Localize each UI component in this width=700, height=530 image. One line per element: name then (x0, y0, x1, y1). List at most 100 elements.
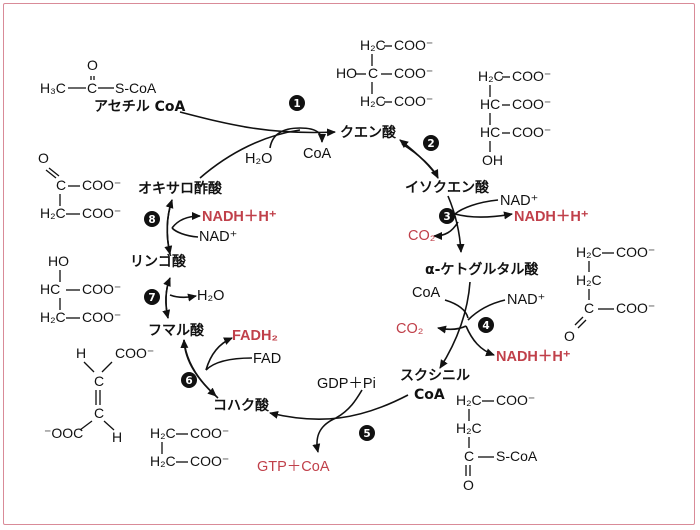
succinyl-coa-label: CoA (414, 387, 445, 403)
nad-step3: NAD⁺ (500, 193, 538, 209)
h2o-in-arrow (269, 127, 301, 149)
svg-text:OH: OH (482, 152, 503, 168)
svg-text:S-CoA: S-CoA (496, 448, 538, 464)
gdp5-in-arrow (335, 389, 363, 419)
svg-text:7: 7 (148, 292, 155, 304)
citrate-structure: H₂C COO⁻ HO C COO⁻ H₂C COO⁻ (336, 37, 433, 109)
svg-text:H₂C: H₂C (576, 244, 602, 260)
svg-text:C: C (94, 405, 104, 421)
coa4-in-arrow (444, 299, 469, 319)
svg-text:H₂C: H₂C (456, 392, 482, 408)
fad-step6: FAD (253, 351, 281, 367)
svg-text:H₂C: H₂C (40, 205, 66, 221)
svg-text:COO⁻: COO⁻ (394, 37, 433, 53)
succinate-structure: H₂C COO⁻ H₂C COO⁻ (150, 425, 229, 469)
nadh8-out-arrow (171, 212, 201, 229)
cycle-arc-2b (399, 139, 439, 179)
fumarate-structure: H COO⁻ C C ⁻OOC H (44, 345, 154, 445)
nadh-step3: NADH＋H⁺ (514, 209, 589, 225)
acetyl-coa-structure: H₃C C O S-CoA (40, 57, 157, 96)
co23-out-arrow (433, 221, 459, 240)
gdp-pi-step5: GDP＋Pi (317, 376, 376, 392)
svg-text:H₂C: H₂C (150, 453, 176, 469)
step-1-marker: 1 (289, 95, 305, 111)
fadh2-step6: FADH₂ (232, 328, 278, 344)
svg-text:COO⁻: COO⁻ (82, 281, 121, 297)
diagram-frame (3, 3, 695, 525)
coa-out-arrow (299, 127, 326, 143)
svg-text:H₂C: H₂C (40, 309, 66, 325)
co2-step4: CO₂ (396, 321, 423, 337)
nadh-step4: NADH＋H⁺ (496, 349, 571, 365)
nad8-in-arrow (171, 227, 199, 238)
svg-text:HC: HC (480, 124, 500, 140)
svg-text:H₂C: H₂C (576, 272, 602, 288)
cycle-arc-8b (164, 199, 173, 255)
svg-text:COO⁻: COO⁻ (82, 309, 121, 325)
svg-text:1: 1 (293, 98, 300, 110)
nad-step8: NAD⁺ (199, 229, 237, 245)
alpha-ketoglutarate-structure: H₂C COO⁻ H₂C C COO⁻ O (564, 244, 655, 344)
fadh26-out-arrow (205, 337, 233, 371)
svg-text:COO⁻: COO⁻ (496, 392, 535, 408)
svg-text:4: 4 (482, 320, 489, 332)
cycle-arc-6b (183, 339, 217, 397)
svg-text:COO⁻: COO⁻ (512, 68, 551, 84)
succinyl-coa-structure: H₂C COO⁻ H₂C C S-CoA O (456, 392, 538, 493)
svg-text:COO⁻: COO⁻ (394, 65, 433, 81)
svg-text:6: 6 (185, 375, 192, 387)
nad-step4: NAD⁺ (507, 292, 545, 308)
svg-text:8: 8 (148, 214, 155, 226)
svg-text:HO: HO (48, 253, 69, 269)
coa-step1: CoA (303, 146, 332, 162)
svg-text:COO⁻: COO⁻ (115, 345, 154, 361)
citrate-label: クエン酸 (340, 124, 397, 141)
h2o-step7: H₂O (197, 288, 224, 304)
gtp-coa-step5: GTP＋CoA (257, 459, 330, 475)
step-7-marker: 7 (144, 289, 160, 305)
succinate-label: コハク酸 (213, 397, 270, 414)
cycle-arc-4 (439, 281, 471, 369)
svg-text:H₃C: H₃C (40, 80, 66, 96)
svg-text:C: C (464, 448, 474, 464)
acetyl-coa-label: アセチル CoA (94, 99, 185, 115)
fad6-in-arrow (205, 357, 253, 371)
svg-text:5: 5 (363, 428, 370, 440)
isocitrate-structure: H₂C COO⁻ HC COO⁻ HC COO⁻ OH (478, 68, 551, 168)
cycle-arc-7b (162, 277, 171, 319)
cycle-arc-3 (447, 195, 465, 253)
svg-text:H₂C: H₂C (150, 425, 176, 441)
svg-text:C: C (56, 177, 66, 193)
svg-text:H₂C: H₂C (478, 68, 504, 84)
svg-text:HC: HC (40, 281, 60, 297)
nadh4-out-arrow (465, 325, 495, 357)
svg-text:H₂C: H₂C (360, 37, 386, 53)
svg-text:C: C (94, 373, 104, 389)
nad4-in-arrow (467, 299, 506, 321)
svg-text:⁻OOC: ⁻OOC (44, 425, 83, 441)
coa-step4: CoA (412, 285, 441, 301)
nadh3-out-arrow (454, 211, 513, 220)
gtp5-out-arrow (312, 417, 337, 453)
step-3-marker: 3 (439, 208, 455, 224)
isocitrate-label: イソクエン酸 (405, 179, 490, 196)
svg-text:COO⁻: COO⁻ (512, 96, 551, 112)
step-4-marker: 4 (478, 317, 494, 333)
svg-text:COO⁻: COO⁻ (394, 93, 433, 109)
svg-text:H₂C: H₂C (456, 420, 482, 436)
svg-text:COO⁻: COO⁻ (82, 177, 121, 193)
svg-text:O: O (38, 150, 49, 166)
svg-text:C: C (87, 80, 97, 96)
step-6-marker: 6 (181, 372, 197, 388)
fumarate-label: フマル酸 (148, 322, 205, 339)
svg-text:O: O (87, 57, 98, 73)
svg-text:COO⁻: COO⁻ (82, 205, 121, 221)
svg-text:H: H (112, 429, 122, 445)
malate-structure: HO HC COO⁻ H₂C COO⁻ (40, 253, 121, 325)
svg-text:COO⁻: COO⁻ (512, 124, 551, 140)
svg-text:H: H (76, 345, 86, 361)
svg-text:2: 2 (427, 138, 434, 150)
nadh-step8: NADH＋H⁺ (202, 209, 277, 225)
svg-text:HO: HO (336, 65, 357, 81)
svg-text:COO⁻: COO⁻ (190, 453, 229, 469)
